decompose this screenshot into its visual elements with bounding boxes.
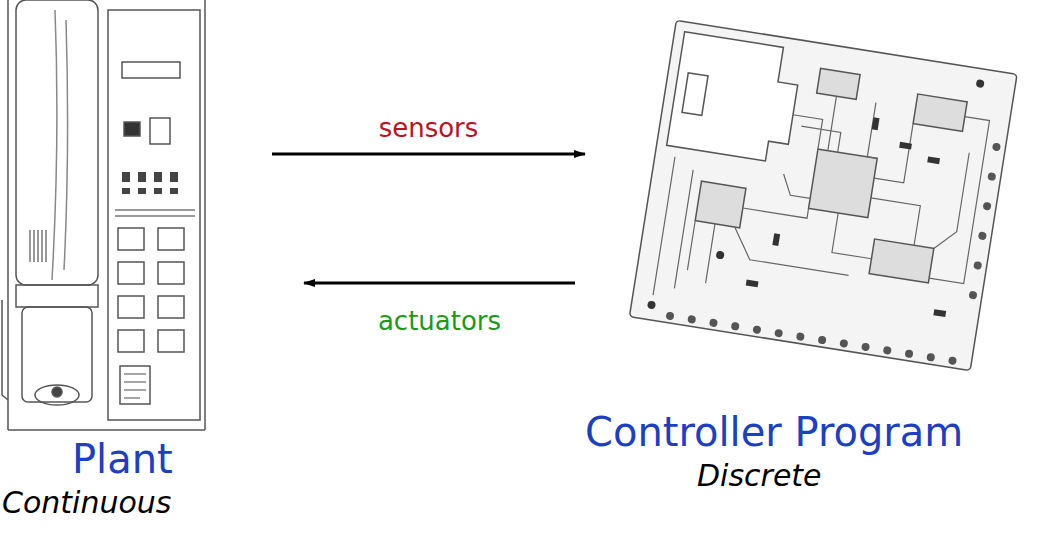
signal-label: actuators [375, 305, 504, 337]
tube-band [16, 285, 98, 307]
controller-node: Controller ProgramDiscrete [585, 0, 1036, 540]
panel-card [150, 118, 170, 144]
tube-lower [22, 307, 92, 402]
chip-main [809, 149, 878, 218]
tube-base [35, 385, 79, 405]
plant-node: PlantContinuous [0, 0, 272, 540]
housing-tab [682, 73, 708, 116]
plant-illustration [2, 0, 205, 430]
chip-d [817, 68, 860, 99]
panel-buttons [122, 172, 178, 194]
control-panel [108, 10, 200, 420]
node-subtitle: Discrete [697, 456, 1036, 496]
placard-lines [124, 374, 146, 398]
panel-display [122, 62, 180, 78]
cabinet-side [2, 300, 8, 400]
chip-a [913, 94, 967, 131]
panel-rule [115, 210, 195, 216]
cabinet-outline [8, 0, 205, 430]
panel-slot [124, 122, 140, 136]
arrow-connector [272, 153, 585, 156]
edge-pins [665, 96, 1001, 367]
panel-keys [118, 228, 184, 352]
node-title: Plant [72, 435, 272, 483]
traces [653, 73, 989, 343]
tube-upper [16, 0, 98, 285]
chip-b [869, 239, 934, 283]
node-subtitle: Continuous [2, 483, 272, 523]
arrow-connector [304, 282, 575, 285]
board-outline [629, 20, 1017, 370]
panel-placard [120, 366, 150, 404]
signal-label: sensors [376, 112, 482, 144]
circuit-board-illustration [629, 20, 1017, 370]
chip-c [695, 181, 746, 228]
tube-knob [52, 387, 62, 397]
components [647, 34, 985, 355]
tube-ribs [30, 230, 46, 262]
connector-housing [667, 32, 804, 164]
tube-reflection [52, 10, 68, 280]
node-title: Controller Program [585, 408, 1036, 456]
